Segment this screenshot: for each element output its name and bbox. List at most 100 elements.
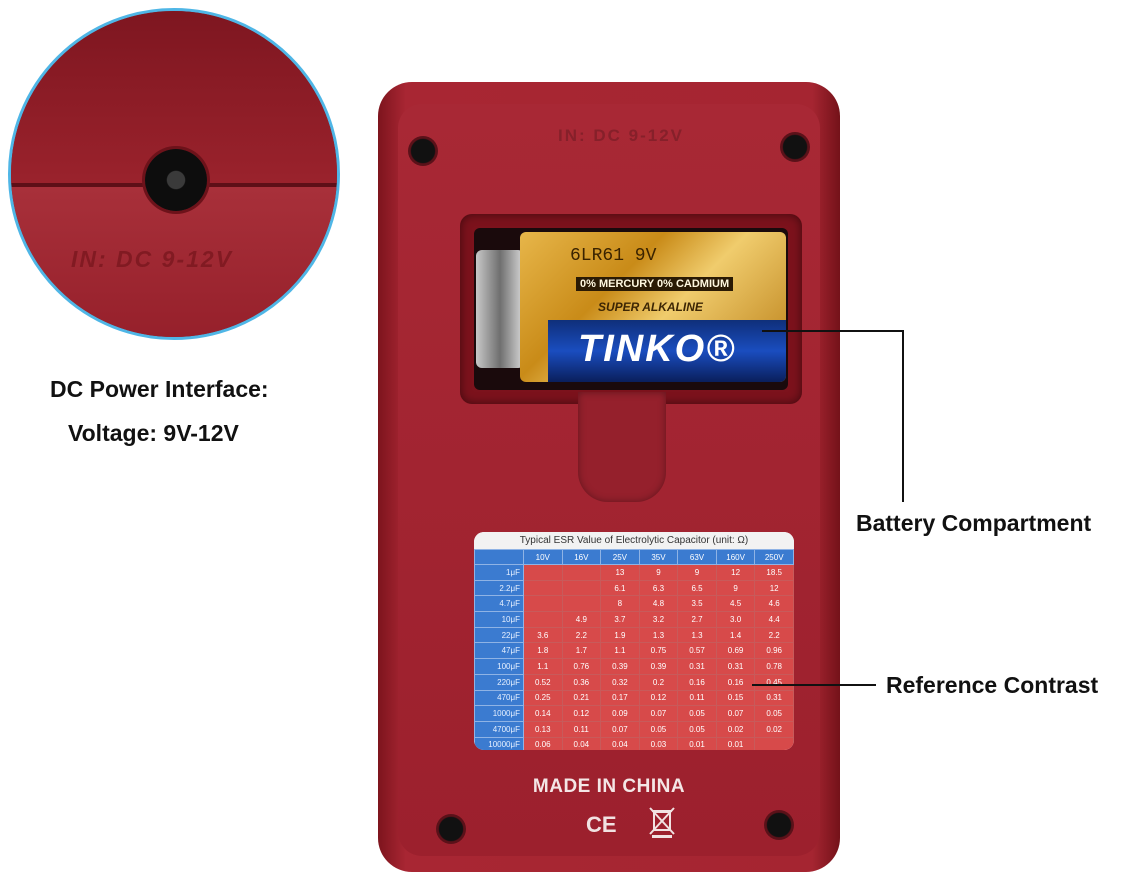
esr-value-cell: 4.5 <box>715 595 756 613</box>
esr-voltage-header: 160V <box>715 549 756 565</box>
esr-value-cell: 0.45 <box>754 673 794 691</box>
esr-value-cell: 4.8 <box>638 595 679 613</box>
esr-capacitance-cell: 4700μF <box>474 720 524 738</box>
tester-device-back: IN: DC 9-12V 6LR61 9V 0% MERCURY 0% CADM… <box>378 82 840 872</box>
esr-value-cell: 0.07 <box>715 705 756 722</box>
esr-value-cell: 9 <box>677 564 717 581</box>
esr-capacitance-cell: 10μF <box>474 611 524 628</box>
screw-top-left-icon <box>408 136 438 166</box>
esr-capacitance-cell: 22μF <box>474 626 524 644</box>
esr-value-cell: 3.2 <box>638 611 679 628</box>
esr-value-cell: 0.36 <box>561 673 602 691</box>
dc-jack-icon <box>145 149 207 211</box>
esr-value-cell: 0.02 <box>715 720 756 738</box>
esr-value-cell: 0.76 <box>561 658 602 675</box>
esr-value-cell: 0.05 <box>677 705 717 722</box>
esr-value-cell: 1.9 <box>600 626 640 644</box>
esr-value-cell: 6.1 <box>600 579 640 597</box>
esr-value-cell: 0.04 <box>600 736 640 750</box>
esr-voltage-header: 16V <box>561 549 602 565</box>
esr-value-cell: 1.3 <box>638 626 679 644</box>
esr-value-cell: 1.8 <box>523 642 563 660</box>
esr-value-cell: 0.07 <box>638 705 679 722</box>
battery-chem-label: SUPER ALKALINE <box>598 300 703 314</box>
battery-type-label: 6LR61 9V <box>570 246 657 266</box>
esr-value-cell: 3.6 <box>523 626 563 644</box>
esr-value-cell: 0.96 <box>754 642 794 660</box>
voltage-caption: Voltage: 9V-12V <box>68 420 239 446</box>
esr-value-cell: 0.11 <box>677 689 717 707</box>
esr-value-cell: 0.05 <box>638 720 679 738</box>
esr-value-cell: 0.06 <box>523 736 563 750</box>
reference-leader <box>752 684 876 686</box>
battery-brand-logo: TINKO® <box>578 328 737 370</box>
esr-value-cell: 0.01 <box>715 736 756 750</box>
esr-voltage-header: 63V <box>677 549 717 565</box>
esr-value-cell: 13 <box>600 564 640 581</box>
battery-leader-h <box>762 330 904 332</box>
esr-value-cell: 18.5 <box>754 564 794 581</box>
esr-value-cell: 1.1 <box>600 642 640 660</box>
esr-value-cell: 0.02 <box>754 720 794 738</box>
esr-value-cell: 0.11 <box>561 720 602 738</box>
battery-caption: Battery Compartment <box>856 510 1092 536</box>
esr-value-cell: 0.2 <box>638 673 679 691</box>
esr-capacitance-cell: 47μF <box>474 642 524 660</box>
esr-value-cell: 0.31 <box>677 658 717 675</box>
esr-value-cell: 0.14 <box>523 705 563 722</box>
esr-voltage-header: 10V <box>523 549 563 565</box>
esr-value-cell: 0.57 <box>677 642 717 660</box>
esr-capacitance-cell: 10000μF <box>474 736 524 750</box>
battery-brand-band: TINKO® <box>548 320 786 382</box>
esr-capacitance-cell: 220μF <box>474 673 524 691</box>
esr-value-cell: 0.78 <box>754 658 794 675</box>
esr-value-cell: 0.31 <box>715 658 756 675</box>
esr-value-cell <box>561 579 602 597</box>
esr-voltage-header: 25V <box>600 549 640 565</box>
esr-capacitance-cell: 1μF <box>474 564 524 581</box>
screw-bottom-left-icon <box>436 814 466 844</box>
esr-value-cell: 0.09 <box>600 705 640 722</box>
esr-value-cell: 0.12 <box>561 705 602 722</box>
esr-value-cell: 8 <box>600 595 640 613</box>
esr-value-cell: 0.31 <box>754 689 794 707</box>
esr-value-cell: 1.7 <box>561 642 602 660</box>
esr-value-cell: 3.0 <box>715 611 756 628</box>
esr-value-cell: 9 <box>638 564 679 581</box>
esr-value-cell: 0.69 <box>715 642 756 660</box>
esr-value-cell: 0.39 <box>600 658 640 675</box>
esr-capacitance-cell: 1000μF <box>474 705 524 722</box>
esr-value-cell: 0.32 <box>600 673 640 691</box>
esr-value-cell: 0.12 <box>638 689 679 707</box>
esr-value-cell: 0.05 <box>754 705 794 722</box>
esr-value-cell: 0.25 <box>523 689 563 707</box>
screw-top-right-icon <box>780 132 810 162</box>
esr-table-title: Typical ESR Value of Electrolytic Capaci… <box>474 532 794 549</box>
esr-value-cell: 0.15 <box>715 689 756 707</box>
esr-capacitance-cell: 100μF <box>474 658 524 675</box>
esr-value-cell: 6.3 <box>638 579 679 597</box>
battery-warning-label: 0% MERCURY 0% CADMIUM <box>576 277 734 291</box>
weee-bin-icon <box>649 807 675 838</box>
esr-value-cell: 2.2 <box>561 626 602 644</box>
esr-value-cell: 1.1 <box>523 658 563 675</box>
esr-value-cell <box>561 595 602 613</box>
esr-value-cell <box>561 564 602 581</box>
esr-value-cell: 12 <box>754 579 794 597</box>
device-face: IN: DC 9-12V 6LR61 9V 0% MERCURY 0% CADM… <box>398 104 820 856</box>
battery-leader-v <box>902 330 904 502</box>
esr-value-cell <box>754 736 794 750</box>
esr-value-cell <box>523 611 563 628</box>
esr-value-cell: 4.4 <box>754 611 794 628</box>
esr-value-cell: 3.5 <box>677 595 717 613</box>
esr-value-cell: 4.6 <box>754 595 794 613</box>
esr-value-cell: 0.16 <box>715 673 756 691</box>
esr-value-cell: 0.04 <box>561 736 602 750</box>
esr-value-cell: 4.9 <box>561 611 602 628</box>
